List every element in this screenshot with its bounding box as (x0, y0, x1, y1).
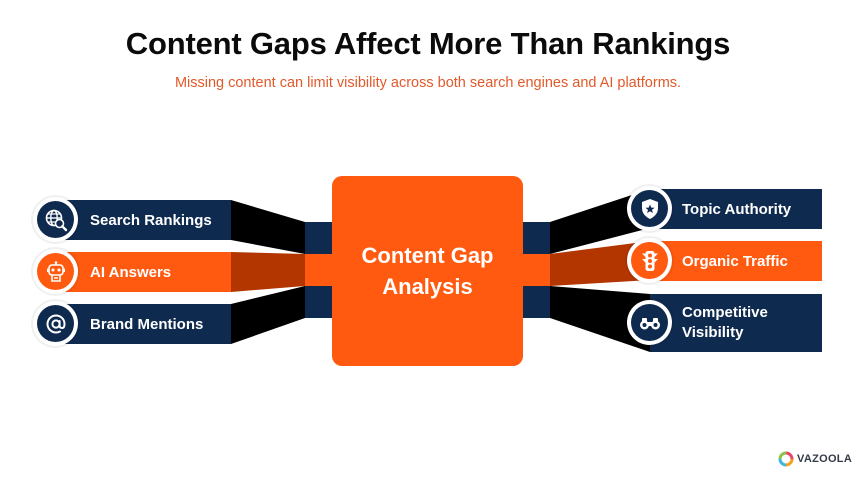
connector-competitive-visibility (550, 286, 650, 352)
item-organic-traffic: Organic Traffic (650, 241, 822, 281)
connector-organic-traffic (550, 241, 650, 286)
right-stub-middle (523, 254, 550, 286)
center-box: Content Gap Analysis (332, 176, 523, 366)
shield-star-icon (627, 186, 672, 231)
brand-name: VAZOOLA (797, 453, 853, 465)
right-stub-top (523, 222, 550, 254)
item-brand-mentions: Brand Mentions (56, 304, 231, 344)
robot-icon (33, 249, 78, 294)
item-label: Organic Traffic (682, 252, 788, 270)
left-stub-middle (305, 254, 332, 286)
connector-ai-answers (231, 252, 305, 292)
vazoola-logo-mark-icon (778, 451, 794, 467)
item-topic-authority: Topic Authority (650, 189, 822, 229)
globe-search-icon (33, 197, 78, 242)
item-search-rankings: Search Rankings (56, 200, 231, 240)
right-stub-bottom (523, 286, 550, 318)
item-label: Topic Authority (682, 200, 792, 218)
center-label: Content Gap Analysis (361, 243, 494, 299)
connector-brand-mentions (231, 286, 305, 344)
item-label: Competitive Visibility (682, 304, 768, 341)
left-stub-bottom (305, 286, 332, 318)
connector-topic-authority (550, 189, 650, 254)
at-sign-icon (33, 301, 78, 346)
item-label: AI Answers (90, 263, 172, 281)
item-ai-answers: AI Answers (56, 252, 231, 292)
page-subtitle: Missing content can limit visibility acr… (174, 75, 682, 91)
traffic-light-icon (627, 238, 672, 283)
item-competitive-visibility: Competitive Visibility (650, 294, 822, 352)
vazoola-logo: VAZOOLA (778, 451, 852, 467)
left-stub-top (305, 222, 332, 254)
page-title: Content Gaps Affect More Than Rankings (125, 26, 731, 61)
item-label: Search Rankings (90, 211, 212, 229)
item-label: Brand Mentions (90, 315, 204, 333)
connector-search-rankings (231, 200, 305, 254)
binoculars-icon (627, 300, 672, 345)
